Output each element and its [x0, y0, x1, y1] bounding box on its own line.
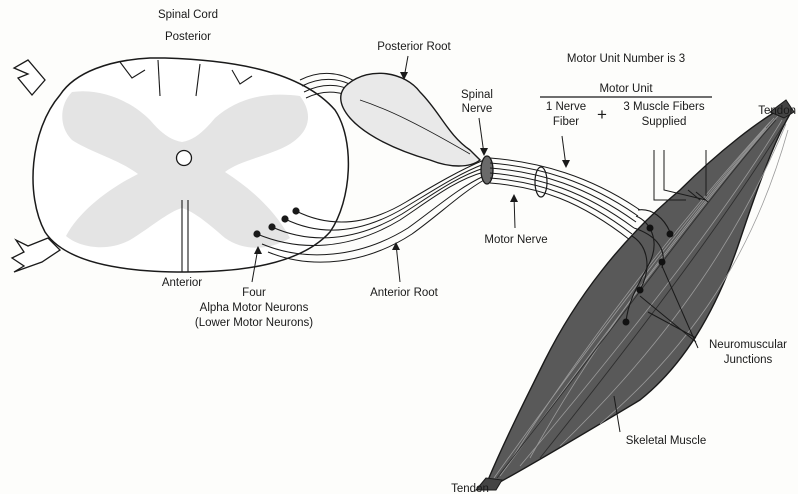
label-lower-motor-neurons: (Lower Motor Neurons)	[195, 317, 313, 329]
label-alpha-motor-neurons: Alpha Motor Neurons	[200, 302, 309, 314]
label-nerve-fiber-1: 1 Nerve	[546, 101, 586, 113]
left-nerve-stub-top	[14, 60, 45, 95]
junction-2	[659, 259, 666, 266]
label-tendon-top: Tendon	[758, 105, 796, 117]
label-muscle-fibers-1: 3 Muscle Fibers	[623, 101, 704, 113]
label-neuromuscular-2: Junctions	[724, 354, 773, 366]
label-neuromuscular-1: Neuromuscular	[709, 339, 787, 351]
label-plus: +	[597, 105, 607, 124]
label-spinal-nerve-2: Nerve	[462, 103, 493, 115]
label-anterior-root: Anterior Root	[370, 287, 439, 299]
label-posterior: Posterior	[165, 31, 211, 43]
dorsal-root-ganglion	[341, 73, 480, 166]
junction-1	[647, 225, 654, 232]
label-motor-nerve: Motor Nerve	[484, 234, 547, 246]
label-muscle-fibers-2: Supplied	[642, 116, 687, 128]
label-anterior: Anterior	[162, 277, 202, 289]
junction-4	[623, 319, 630, 326]
label-spinal-cord: Spinal Cord	[158, 9, 218, 21]
spinal-nerve	[481, 156, 640, 240]
label-four: Four	[242, 287, 266, 299]
label-spinal-nerve-1: Spinal	[461, 89, 493, 101]
junction-3	[637, 287, 644, 294]
central-canal	[177, 151, 192, 166]
skeletal-muscle	[476, 100, 794, 490]
spinal-cord	[12, 58, 348, 272]
left-nerve-stub-bottom	[12, 238, 60, 272]
label-motor-unit: Motor Unit	[599, 83, 653, 95]
junction-5	[667, 231, 674, 238]
label-posterior-root: Posterior Root	[377, 41, 451, 53]
label-tendon-bottom: Tendon	[451, 483, 489, 494]
label-motor-unit-number: Motor Unit Number is 3	[567, 53, 685, 65]
label-nerve-fiber-2: Fiber	[553, 116, 579, 128]
label-skeletal-muscle: Skeletal Muscle	[626, 435, 707, 447]
